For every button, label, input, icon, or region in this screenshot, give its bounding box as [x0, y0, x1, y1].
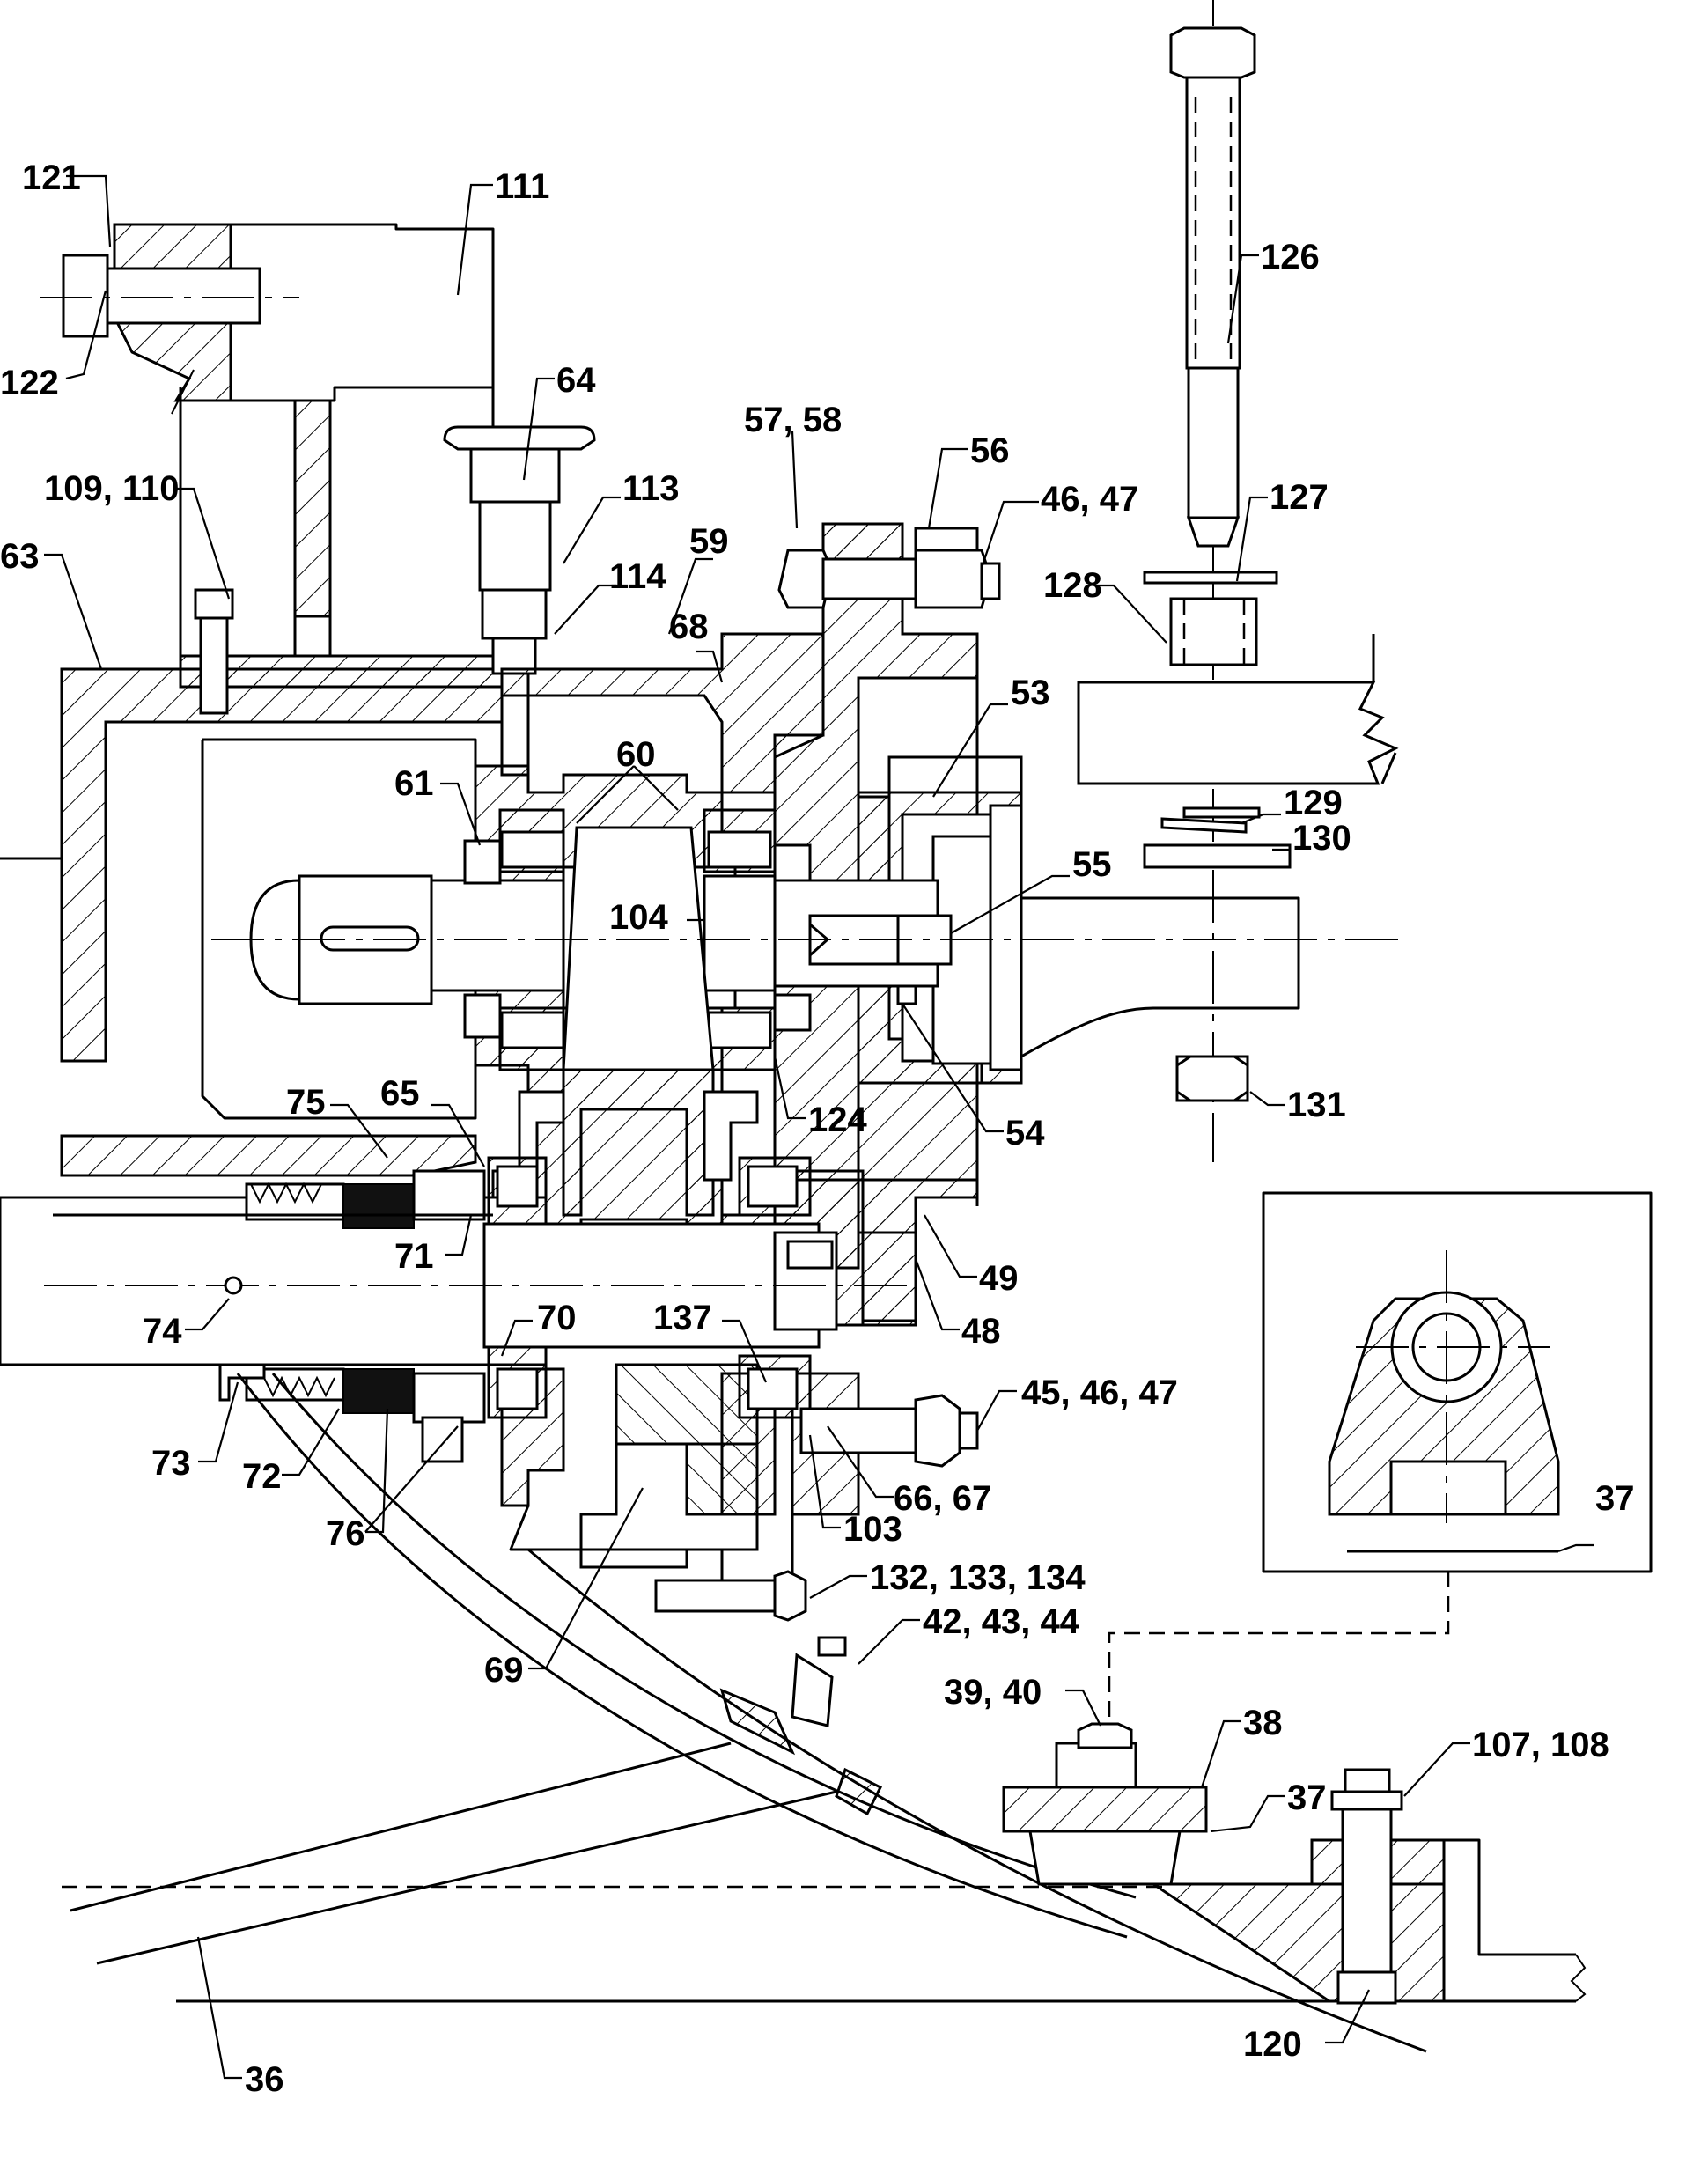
callout-111: 111	[495, 167, 549, 206]
grease-fitting	[443, 425, 596, 777]
callout-114: 114	[609, 557, 666, 596]
callout-38: 38	[1243, 1704, 1283, 1742]
callout-120: 120	[1243, 2025, 1302, 2064]
callout-75: 75	[286, 1083, 326, 1122]
leaders	[44, 174, 1594, 2080]
callout-49: 49	[979, 1259, 1019, 1298]
oil-hole	[224, 1276, 243, 1295]
callout-109-110: 109, 110	[44, 469, 180, 508]
callout-70: 70	[537, 1299, 577, 1337]
callout-53: 53	[1011, 674, 1050, 712]
callout-107-108: 107, 108	[1472, 1726, 1609, 1764]
callout-54: 54	[1005, 1114, 1045, 1152]
callout-72: 72	[242, 1457, 282, 1496]
vertical-bolt	[1143, 0, 1278, 1162]
center-gear	[518, 826, 759, 1217]
detail-inset	[1108, 1191, 1653, 1726]
callout-37-inset: 37	[1595, 1479, 1635, 1518]
callout-39-40: 39, 40	[944, 1673, 1042, 1712]
callout-57-58: 57, 58	[744, 401, 842, 439]
callout-63: 63	[0, 537, 40, 576]
callout-127: 127	[1270, 478, 1329, 517]
callout-113: 113	[622, 469, 680, 508]
callout-36: 36	[245, 2060, 284, 2099]
callout-122: 122	[0, 364, 59, 402]
callout-137: 137	[653, 1299, 712, 1337]
seal-package	[53, 1134, 493, 1463]
callout-128: 128	[1043, 566, 1102, 605]
lifting-bracket	[40, 223, 495, 658]
housing-cover	[0, 588, 504, 1120]
callout-68: 68	[669, 608, 709, 646]
callout-56: 56	[970, 431, 1010, 470]
callout-130: 130	[1292, 819, 1351, 858]
callout-59: 59	[689, 522, 729, 561]
callout-132-133-134: 132, 133, 134	[870, 1558, 1086, 1597]
callout-76: 76	[326, 1514, 365, 1553]
callout-104: 104	[609, 898, 668, 937]
callout-126: 126	[1261, 238, 1320, 276]
callout-124: 124	[808, 1101, 867, 1139]
callout-103: 103	[843, 1510, 902, 1549]
callout-131: 131	[1287, 1086, 1346, 1124]
callout-48: 48	[961, 1312, 1001, 1351]
callout-121: 121	[22, 158, 81, 197]
callout-labels: 121 122 111 126 64 57, 58 56 46, 47 109,…	[0, 158, 1635, 2099]
lower-bolts	[654, 1394, 979, 1622]
callout-42-43-44: 42, 43, 44	[923, 1602, 1080, 1641]
base-plate	[1002, 1722, 1587, 2005]
callout-66-67: 66, 67	[894, 1479, 991, 1518]
callout-69: 69	[484, 1651, 524, 1690]
callout-64: 64	[556, 361, 596, 400]
callout-74: 74	[143, 1312, 182, 1351]
callout-73: 73	[151, 1444, 191, 1483]
upper-shaft	[249, 808, 953, 1071]
callout-129: 129	[1284, 784, 1343, 822]
callout-46-47-top: 46, 47	[1041, 480, 1138, 519]
callout-55: 55	[1072, 845, 1112, 884]
drum-shell	[62, 1373, 1576, 2053]
callout-37: 37	[1287, 1778, 1327, 1817]
callout-60: 60	[616, 735, 656, 774]
arm-beam	[1020, 634, 1399, 1102]
callout-65: 65	[380, 1074, 420, 1113]
callout-71: 71	[394, 1237, 434, 1276]
callout-61: 61	[394, 764, 434, 803]
callout-45-46-47: 45, 46, 47	[1021, 1373, 1178, 1412]
flange-bolts	[777, 549, 1001, 609]
